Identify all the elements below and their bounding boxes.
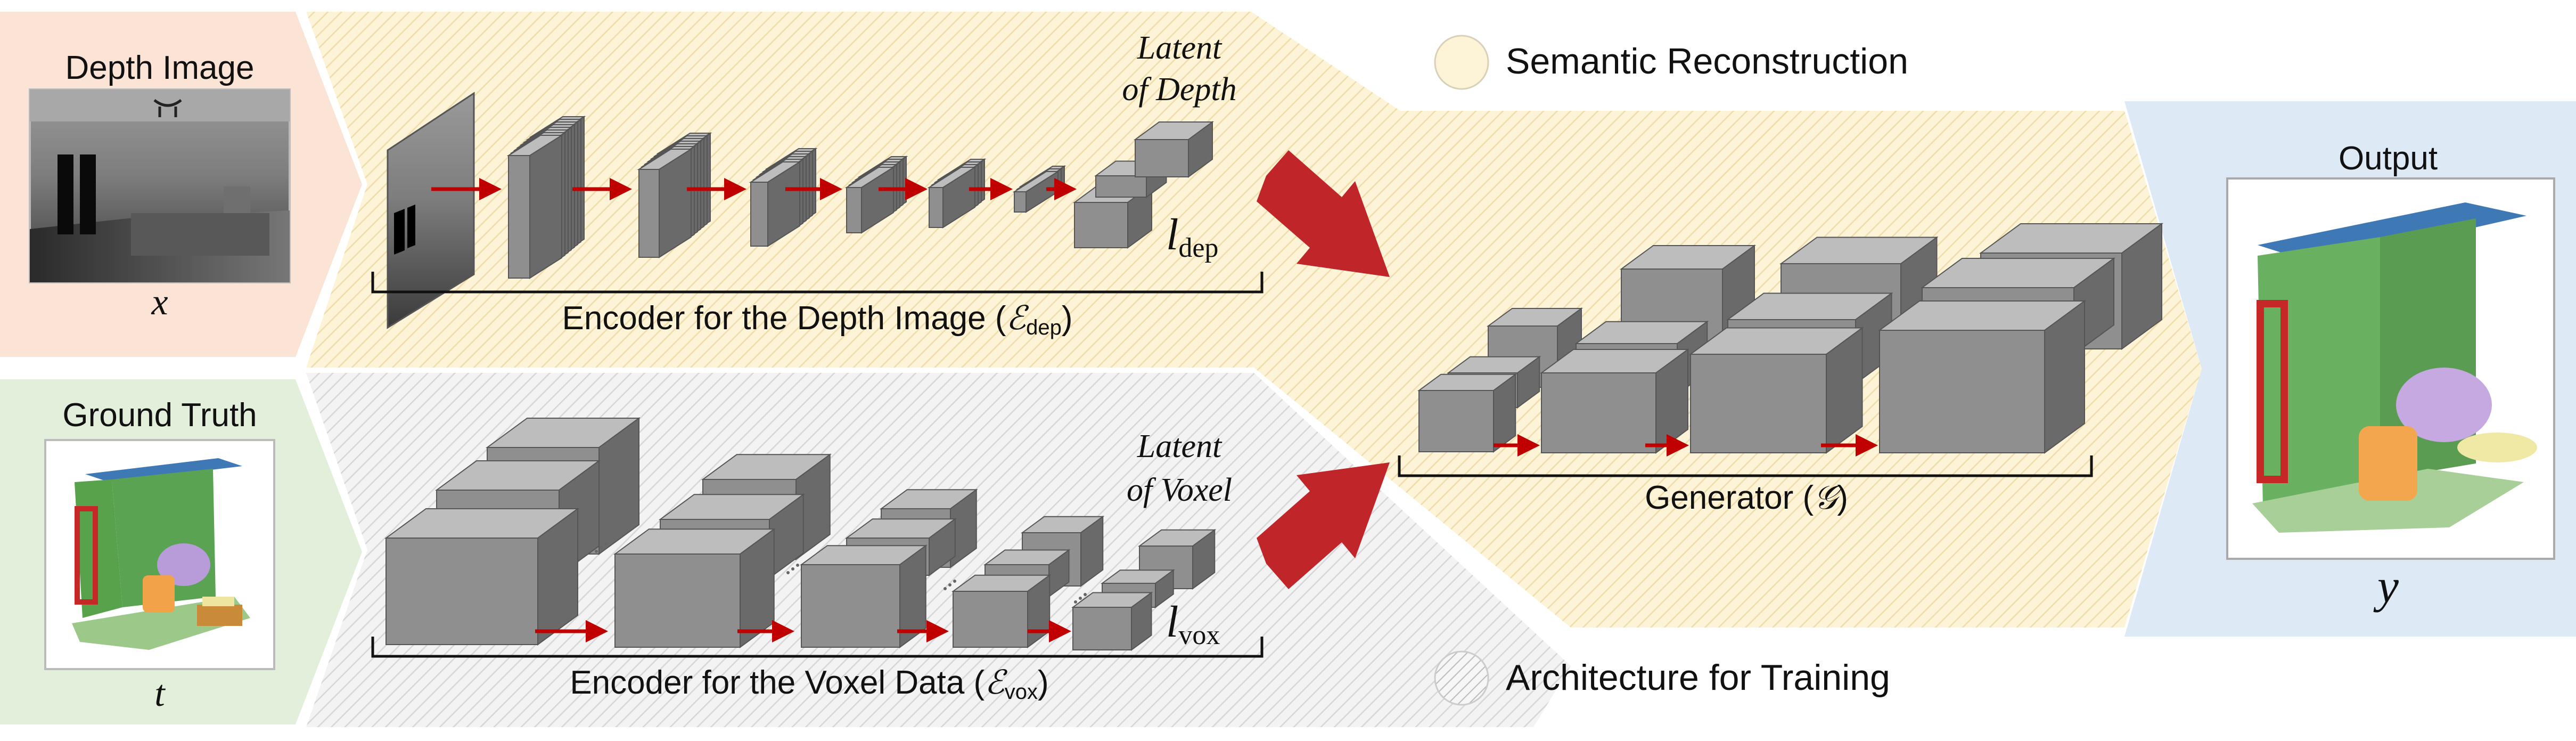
- depth-input-slice: [387, 92, 475, 329]
- voxel-block: [951, 574, 1052, 648]
- depth-feature-map: [506, 116, 586, 279]
- depth-latent-block: [1133, 121, 1215, 178]
- voxel-block: [613, 528, 776, 648]
- generator-block: [1688, 327, 1864, 454]
- generator-block: [1539, 348, 1690, 454]
- voxel-latent-block: [1137, 528, 1217, 590]
- voxel-encoder-label: Encoder for the Voxel Data (ℰvox): [570, 664, 1048, 704]
- depth-latent-line2: of Depth: [1122, 71, 1236, 108]
- depth-latent-line1: Latent: [1137, 30, 1223, 66]
- generator-bracket: [1398, 455, 2093, 477]
- output-voxel: [2226, 177, 2555, 560]
- legend-training-swatch: [1434, 650, 1489, 706]
- legend-semantic-swatch: [1434, 35, 1489, 90]
- output-var: y: [2373, 560, 2399, 613]
- depth-feature-map: [637, 132, 712, 258]
- depth-feature-map: [1012, 165, 1067, 213]
- voxel-latent-block: [1071, 591, 1153, 651]
- voxel-to-generator-arrow: [1257, 462, 1390, 589]
- ground-truth-voxel: [44, 439, 275, 670]
- voxel-continuation-dots: [944, 580, 956, 590]
- legend-semantic-label: Semantic Reconstruction: [1506, 41, 1908, 82]
- ground-truth-title: Ground Truth: [62, 397, 257, 434]
- output-title: Output: [2339, 140, 2438, 177]
- depth-encoder-label: Encoder for the Depth Image (ℰdep): [562, 300, 1073, 339]
- generator-label: Generator (𝒢): [1645, 479, 1848, 516]
- depth-to-generator-arrow: [1257, 150, 1390, 277]
- depth-encoder-bracket: [371, 272, 1264, 294]
- voxel-continuation-dots: [786, 564, 799, 574]
- legend-training-label: Architecture for Training: [1506, 657, 1890, 698]
- generator-block: [1877, 300, 2087, 454]
- voxel-block: [384, 508, 580, 646]
- depth-encoder-layers: [506, 116, 1215, 279]
- generator-blocks: [1417, 223, 2164, 454]
- input-title: Depth Image: [65, 50, 255, 86]
- depth-image: [29, 88, 291, 283]
- ground-truth-var: t: [154, 673, 166, 714]
- depth-latent-var: ldep: [1166, 210, 1218, 263]
- voxel-continuation-dots: [1074, 593, 1087, 604]
- generator-block: [1417, 373, 1517, 453]
- depth-feature-map: [927, 158, 987, 229]
- voxel-latent-line1: Latent: [1137, 428, 1223, 465]
- input-var: x: [151, 282, 168, 323]
- voxel-encoder-bracket: [371, 637, 1264, 658]
- voxel-encoder-blocks: [384, 417, 1217, 651]
- depth-latent-block: [1072, 184, 1154, 249]
- voxel-continuation-dots: [595, 542, 608, 553]
- voxel-latent-var: lvox: [1166, 597, 1220, 650]
- voxel-latent-line2: of Voxel: [1127, 472, 1232, 508]
- voxel-block: [799, 544, 928, 648]
